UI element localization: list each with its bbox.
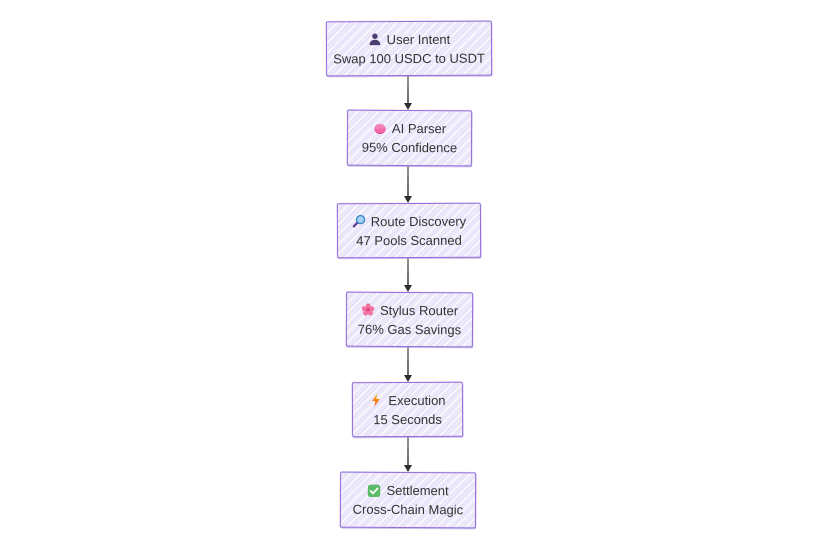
arrowhead-icon [404, 196, 412, 203]
node-subtitle: 95% Confidence [361, 139, 458, 156]
node-title: Settlement [386, 482, 449, 499]
node-subtitle: 76% Gas Savings [357, 321, 462, 337]
node-title: AI Parser [391, 120, 447, 137]
edge-ai-parser-to-route-discovery [403, 166, 413, 203]
arrowhead-icon [404, 375, 412, 382]
magnifier-icon [352, 214, 366, 228]
node-title: User Intent [386, 31, 451, 47]
check-icon [367, 483, 381, 497]
flow-node-settlement: Settlement Cross-Chain Magic [339, 471, 477, 529]
arrowhead-icon [404, 285, 412, 292]
node-title: Execution [388, 392, 446, 408]
edge-route-discovery-to-stylus-router [403, 258, 413, 292]
node-title-row: Settlement [367, 482, 449, 499]
node-title: Stylus Router [379, 302, 459, 318]
blossom-icon [361, 303, 375, 317]
node-subtitle: Swap 100 USDC to USDT [333, 50, 485, 66]
node-subtitle: Cross-Chain Magic [352, 501, 464, 518]
flow-node-stylus-router: Stylus Router 76% Gas Savings [345, 291, 474, 348]
flow-node-ai-parser: AI Parser 95% Confidence [346, 109, 473, 167]
node-subtitle: 15 Seconds [373, 411, 442, 427]
arrowhead-icon [404, 465, 412, 472]
edge-user-intent-to-ai-parser [403, 76, 413, 110]
flow-node-execution: Execution 15 Seconds [351, 381, 464, 438]
edge-stylus-router-to-execution [403, 347, 413, 382]
person-icon [368, 32, 382, 46]
node-title-row: User Intent [368, 30, 451, 47]
node-title-row: AI Parser [373, 120, 446, 137]
edge-line [407, 347, 409, 375]
brain-icon [373, 121, 387, 135]
edge-line [407, 258, 409, 285]
flow-node-user-intent: User Intent Swap 100 USDC to USDT [325, 20, 493, 77]
node-title-row: Execution [369, 391, 446, 408]
node-title-row: Stylus Router [361, 301, 458, 319]
edge-line [407, 437, 409, 465]
edge-line [407, 166, 409, 196]
lightning-icon [369, 393, 383, 407]
node-subtitle: 47 Pools Scanned [356, 232, 462, 248]
flow-node-route-discovery: Route Discovery 47 Pools Scanned [336, 202, 482, 259]
edge-execution-to-settlement [403, 437, 413, 472]
edge-line [407, 76, 409, 103]
arrowhead-icon [404, 103, 412, 110]
node-title: Route Discovery [370, 213, 467, 229]
node-title-row: Route Discovery [352, 212, 466, 229]
